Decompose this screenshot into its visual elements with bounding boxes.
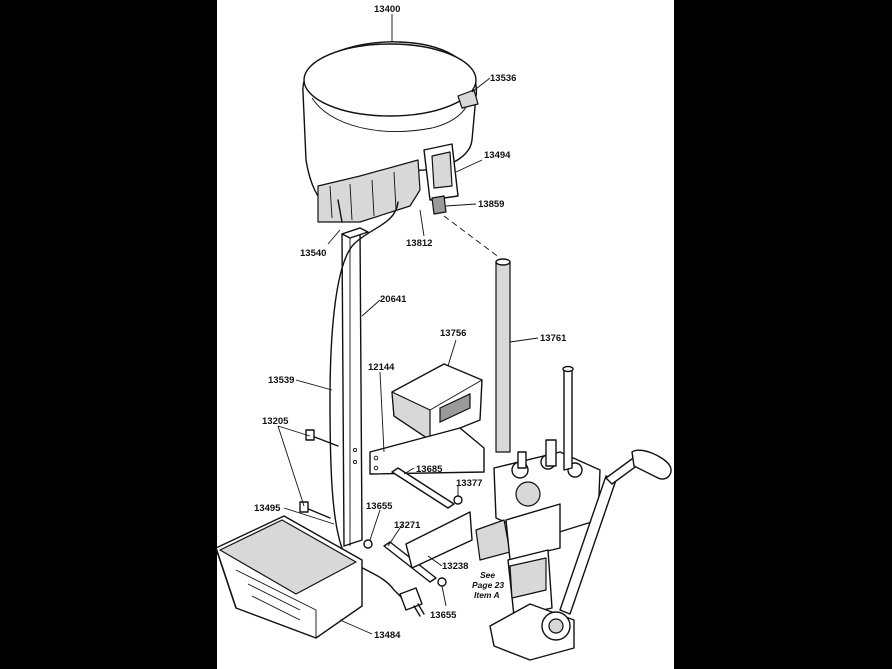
label-12144: 12144	[368, 362, 395, 373]
drop-tube-rod	[495, 258, 511, 453]
power-plug	[399, 587, 425, 617]
label-13540: 13540	[300, 248, 326, 259]
cross-reference-note: See Page 23 Item A	[472, 570, 504, 600]
label-13859: 13859	[478, 199, 504, 210]
label-13271: 13271	[394, 520, 421, 531]
washer-upper	[363, 539, 373, 549]
label-13238: 13238	[442, 561, 468, 572]
label-13495: 13495	[254, 503, 281, 514]
label-13536: 13536	[490, 73, 516, 84]
label-13761: 13761	[540, 333, 567, 344]
label-13655-upper: 13655	[366, 501, 393, 512]
svg-text:Page 23: Page 23	[472, 580, 504, 590]
lower-plate	[405, 511, 473, 569]
label-13756: 13756	[440, 328, 466, 339]
label-13205: 13205	[262, 416, 289, 427]
svg-text:See: See	[480, 570, 495, 580]
label-13377: 13377	[456, 478, 482, 489]
label-13494: 13494	[484, 150, 511, 161]
label-13685: 13685	[416, 464, 443, 475]
mounting-plate	[369, 427, 485, 475]
nut	[453, 495, 463, 505]
reloading-press	[475, 365, 672, 661]
label-13539: 13539	[268, 375, 294, 386]
large-bin	[215, 515, 363, 639]
leader-lines	[277, 14, 539, 635]
label-13400: 13400	[374, 4, 400, 15]
shaft	[391, 467, 455, 509]
label-20641: 20641	[380, 294, 407, 305]
alignment-line	[443, 215, 501, 259]
bolts	[299, 429, 339, 519]
washer-lower	[437, 577, 447, 587]
label-13484: 13484	[374, 630, 401, 641]
svg-text:Item A: Item A	[474, 590, 500, 600]
small-bin	[391, 363, 483, 441]
support-post	[341, 227, 369, 547]
label-13655-lower: 13655	[430, 610, 457, 621]
label-13812: 13812	[406, 238, 432, 249]
hopper-bowl	[302, 41, 479, 223]
part-labels: 13400 13536 13494 13859 13540 13812 2064…	[254, 4, 567, 641]
